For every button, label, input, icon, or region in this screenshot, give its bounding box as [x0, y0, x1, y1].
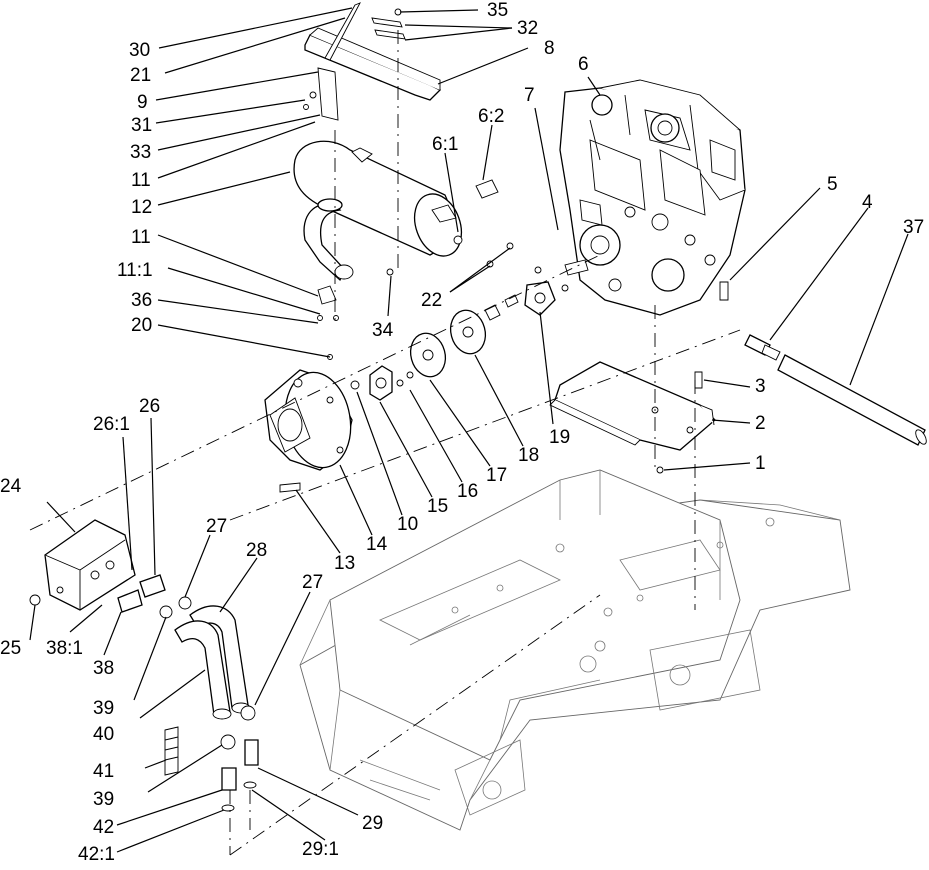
callout-35: 35: [487, 0, 508, 21]
callout-31: 31: [131, 115, 152, 136]
callout-17: 17: [486, 465, 507, 486]
callout-3: 3: [755, 376, 766, 397]
throttle-shaft: [744, 334, 927, 446]
callout-25: 25: [0, 638, 21, 659]
callout-28: 28: [246, 540, 267, 561]
leader-lines: [29, 7, 909, 853]
callout-11-a: 11: [131, 170, 151, 191]
heat-shield: [304, 27, 442, 121]
callout-11-1: 11:1: [117, 260, 153, 281]
callout-29: 29: [362, 813, 383, 834]
callout-39-b: 39: [93, 789, 114, 810]
callout-27-a: 27: [206, 516, 227, 537]
callout-2: 2: [755, 413, 766, 434]
callout-34: 34: [372, 320, 394, 341]
callout-26-1: 26:1: [93, 414, 130, 435]
callout-20: 20: [131, 315, 152, 336]
chassis-frame: [299, 469, 851, 831]
callout-24: 24: [0, 476, 22, 497]
engine: [559, 79, 746, 316]
callout-22: 22: [421, 290, 442, 311]
callout-16: 16: [457, 481, 478, 502]
assembly-centerlines: [29, 30, 741, 856]
callout-5-visible: 5: [827, 174, 838, 195]
pump-adapter-housing: [264, 369, 353, 471]
callout-19: 19: [549, 427, 570, 448]
callout-36: 36: [131, 290, 152, 311]
callout-6-1: 6:1: [432, 134, 458, 155]
callout-38: 38: [93, 658, 114, 679]
hydraulic-hoses: [29, 574, 259, 812]
callout-42: 42: [93, 817, 114, 838]
hydraulic-pump: [44, 519, 136, 611]
callout-7: 7: [524, 85, 535, 106]
callout-6-2: 6:2: [478, 106, 504, 127]
coupling-assembly: [369, 281, 556, 401]
callout-30: 30: [129, 40, 150, 61]
callout-18: 18: [518, 445, 539, 466]
callout-41: 41: [93, 761, 114, 782]
callout-32: 32: [517, 18, 538, 39]
callout-38-1: 38:1: [46, 638, 83, 659]
callout-33: 33: [130, 142, 151, 163]
callout-6: 6: [578, 54, 589, 75]
callout-9: 9: [137, 92, 148, 113]
muffler: [293, 140, 463, 282]
hardware: [279, 2, 729, 493]
callout-13: 13: [334, 553, 355, 574]
callout-27-b: 27: [302, 572, 323, 593]
callout-12: 12: [131, 197, 152, 218]
callout-1: 1: [755, 453, 766, 474]
callout-11-b: 11: [131, 227, 151, 248]
callout-26: 26: [139, 396, 160, 417]
callout-42-1: 42:1: [78, 844, 115, 865]
callout-21: 21: [130, 65, 151, 86]
callout-29-1: 29:1: [302, 839, 339, 860]
callout-8: 8: [544, 38, 555, 59]
callout-37: 37: [903, 217, 924, 238]
callout-4-visible: 4: [862, 192, 873, 213]
engine-mount-plate: [549, 361, 716, 451]
callout-39-a: 39: [93, 698, 114, 719]
callout-15: 15: [427, 496, 448, 517]
callout-10: 10: [397, 514, 418, 535]
callout-40: 40: [93, 724, 114, 745]
callout-14: 14: [366, 534, 388, 555]
